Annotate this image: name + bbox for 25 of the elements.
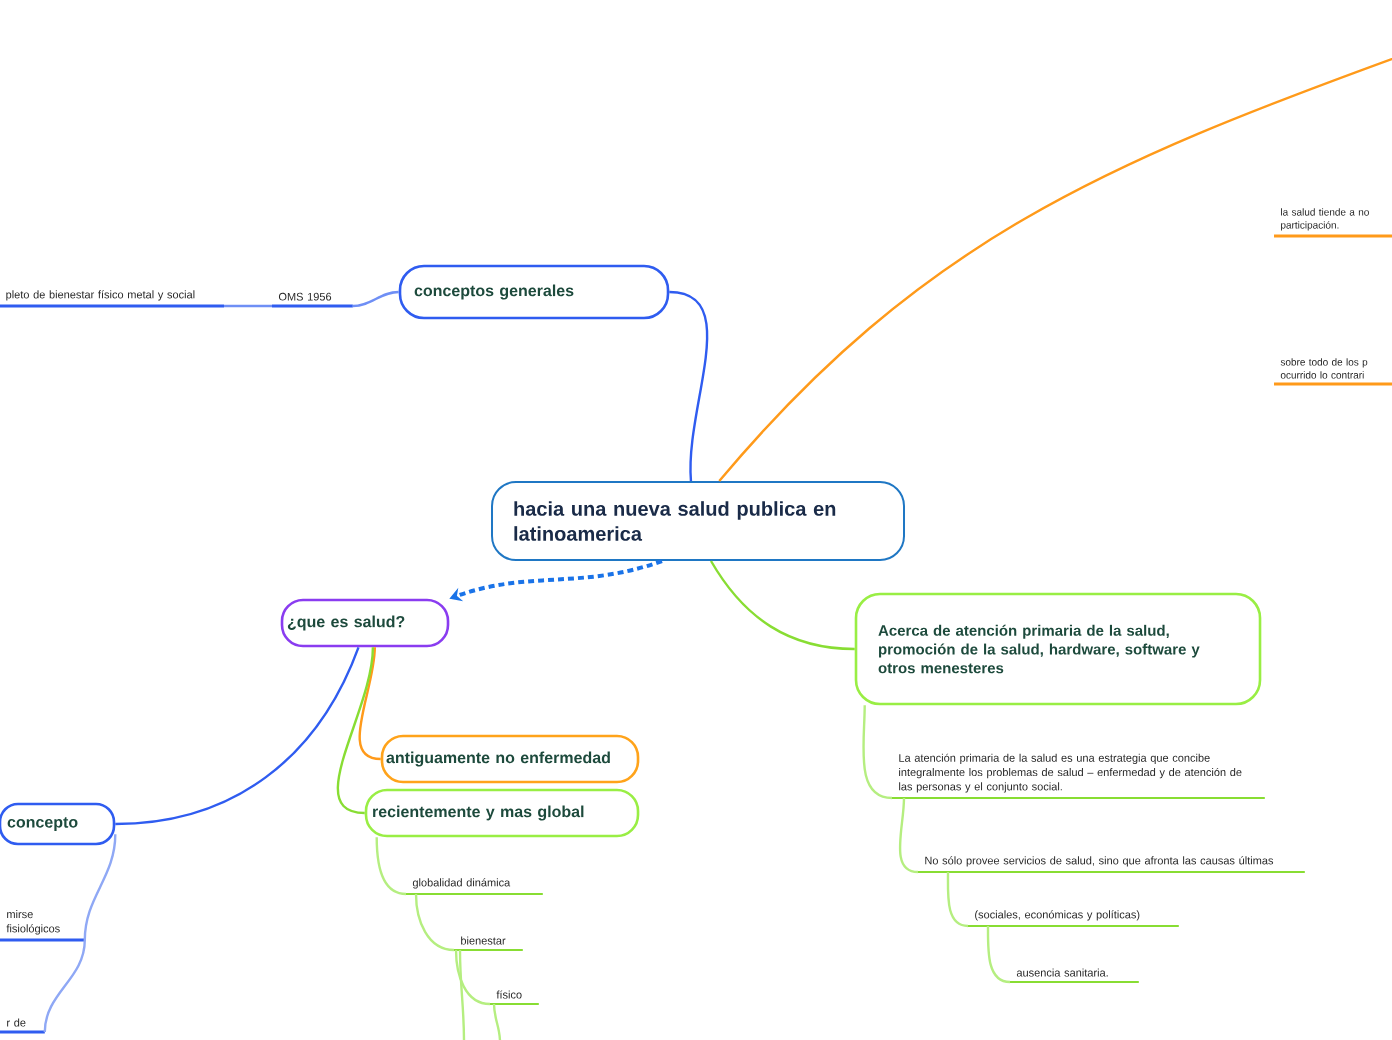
- connector: [718, 54, 1392, 482]
- connector: [224, 304, 272, 308]
- connector: [492, 1003, 502, 1040]
- topic-box: antiguamente no enfermedad: [380, 734, 640, 784]
- topic-box: concepto: [0, 802, 116, 846]
- connector: [946, 872, 969, 928]
- connector: [710, 560, 855, 651]
- connector: [43, 939, 86, 1033]
- connector: [669, 290, 709, 482]
- connector: [898, 797, 919, 874]
- connector: [986, 926, 1011, 984]
- connector: [115, 646, 360, 826]
- topic-box: conceptos generales: [398, 264, 670, 320]
- connector: [414, 893, 455, 952]
- central-topic-box: hacia una nueva salud publica en latinoamerica: [491, 481, 905, 561]
- topic-box: ¿que es salud?: [280, 598, 450, 648]
- connector: [352, 290, 399, 308]
- connector: [375, 837, 407, 896]
- connector: [862, 705, 893, 800]
- connector: [358, 647, 381, 761]
- connector: [83, 834, 117, 941]
- connector: [454, 949, 491, 1006]
- connector: [336, 647, 375, 815]
- topic-box: recientemente y mas global: [364, 788, 640, 838]
- connector: [458, 950, 466, 1040]
